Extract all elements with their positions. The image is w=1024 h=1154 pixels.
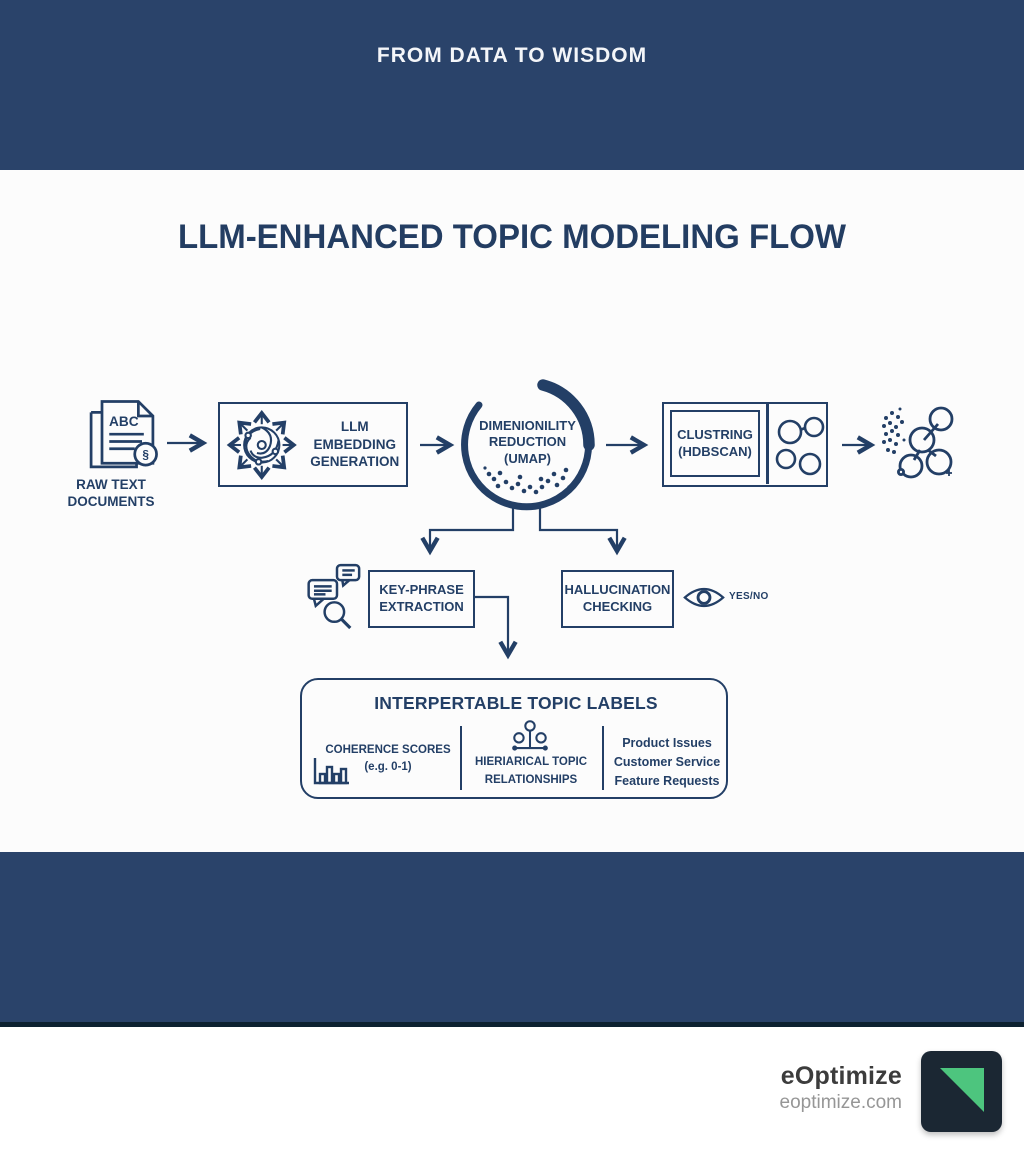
clustered-topics-icon <box>882 406 954 479</box>
example-2: Customer Service <box>613 754 721 769</box>
coherence-label: COHERENCE SCORES (e.g. 0-1) <box>320 742 456 777</box>
hallucination-node: HALLUCINATION CHECKING <box>561 570 674 628</box>
umap-circle-icon <box>461 379 595 511</box>
topic-labels-node: INTERPERTABLE TOPIC LABELS COHERENCE SCO… <box>300 678 728 799</box>
svg-text:ABC: ABC <box>109 414 139 429</box>
logo-triangle-icon <box>940 1068 984 1112</box>
hierarchy-icon <box>512 720 548 751</box>
keyphrase-node: KEY-PHRASE EXTRACTION <box>368 570 475 628</box>
cluster-circles-icon <box>775 416 825 476</box>
column-divider-2 <box>602 726 605 790</box>
footer-area <box>0 1027 1024 1154</box>
raw-documents-label: RAW TEXT DOCUMENTS <box>67 477 155 509</box>
brand-logo <box>921 1051 1002 1132</box>
branch-to-keyphrase <box>420 505 515 556</box>
umap-line1: DIMENIONILITY <box>479 418 576 433</box>
umap-line2: REDUCTION <box>488 434 567 450</box>
example-3: Feature Requests <box>614 773 720 788</box>
clustering-inner-box: CLUSTRING (HDBSCAN) <box>670 410 760 477</box>
brand-name: eOptimize <box>780 1062 902 1090</box>
llm-embedding-node: LLM EMBEDDING GENERATION <box>218 402 408 487</box>
brand-website: eoptimize.com <box>779 1092 903 1113</box>
bottom-banner <box>0 852 1024 1022</box>
top-banner <box>0 0 1024 170</box>
llm-embedding-label: LLM EMBEDDING GENERATION <box>310 419 400 470</box>
clustering-label: CLUSTRING (HDBSCAN) <box>677 426 753 459</box>
eye-icon <box>683 587 725 608</box>
coherence-label-sub: (e.g. 0-1) <box>364 761 412 774</box>
coherence-label-main: COHERENCE SCORES <box>325 744 451 756</box>
embedding-swirl-icon <box>226 409 297 480</box>
arrow-keyphrase-to-labels <box>475 595 518 660</box>
keyphrase-label: KEY-PHRASE EXTRACTION <box>379 582 464 614</box>
coherence-barchart-icon <box>313 758 349 785</box>
clustering-node: CLUSTRING (HDBSCAN) <box>662 402 828 487</box>
hallucination-label: HALLUCINATION CHECKING <box>564 582 671 614</box>
keyphrase-bubbles-icon <box>307 563 361 630</box>
topic-examples: Product Issues Customer Service Feature … <box>610 734 724 790</box>
umap-label: DIMENIONILITY REDUCTION (UMAP) <box>464 418 591 467</box>
yesno-label: YES/NO <box>729 591 769 602</box>
divider-strip <box>0 1022 1024 1027</box>
banner-title: FROM DATA TO WISDOM <box>376 44 648 67</box>
example-1: Product Issues <box>622 736 712 750</box>
column-divider-1 <box>460 726 463 790</box>
branch-to-hallucination <box>538 505 627 556</box>
raw-documents-icon: ABC § <box>89 400 158 469</box>
clustering-divider <box>766 404 769 484</box>
umap-line3: (UMAP) <box>504 450 551 466</box>
hierarchy-label: HIERIARICAL TOPIC RELATIONSHIPS <box>474 756 588 786</box>
topic-labels-title: INTERPERTABLE TOPIC LABELS <box>374 693 658 713</box>
svg-text:§: § <box>142 448 149 462</box>
page-title: LLM-ENHANCED TOPIC MODELING FLOW <box>177 218 847 256</box>
